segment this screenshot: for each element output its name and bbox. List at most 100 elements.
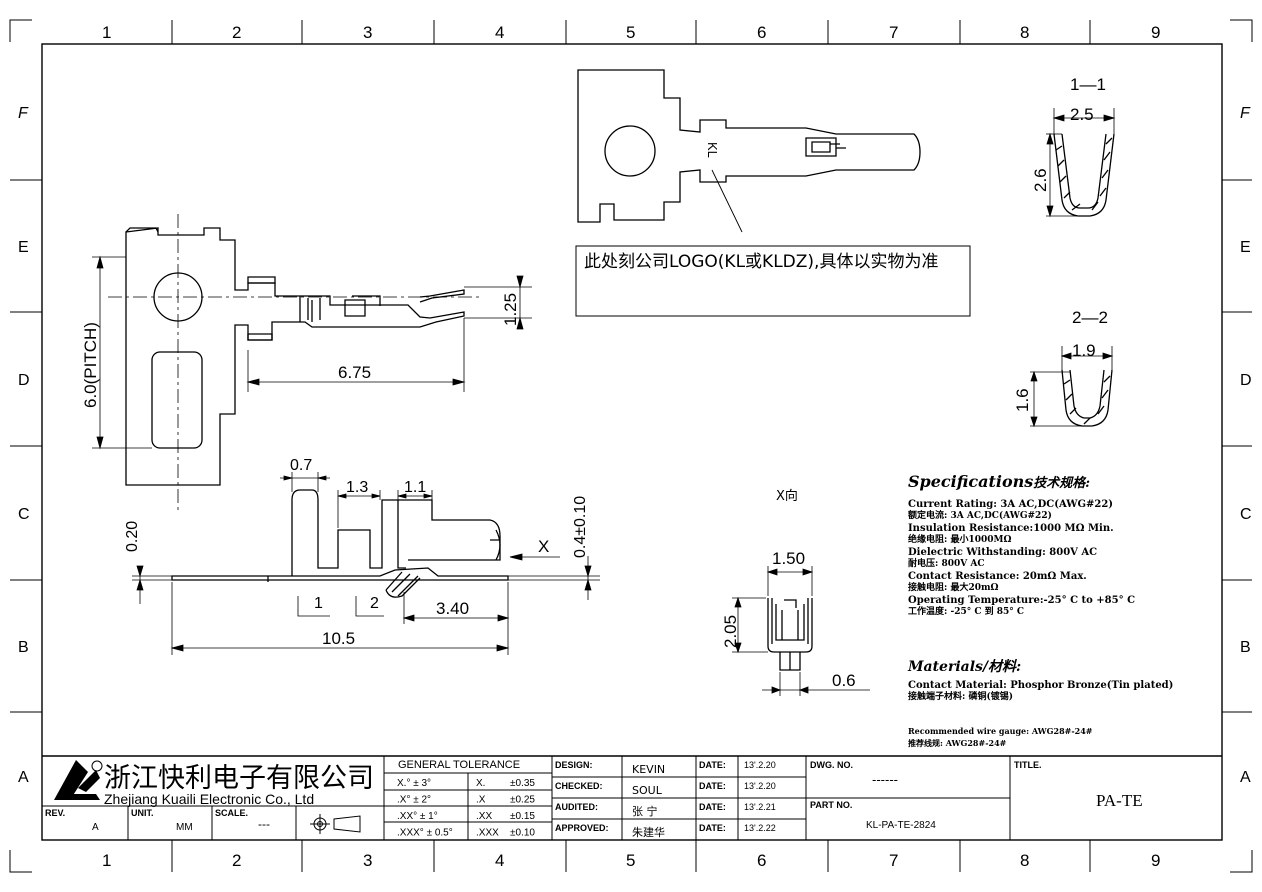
material-line: Contact Material: Phosphor Bronze(Tin pl… [908, 680, 1173, 691]
column-label: 5 [626, 851, 635, 870]
column-label: 1 [102, 23, 111, 42]
section-2-marker: 2 [370, 595, 379, 612]
section-2-2 [1061, 369, 1113, 427]
dim-25: 2.5 [1070, 105, 1094, 124]
section-2-2-title: 2—2 [1072, 308, 1108, 327]
view-x-marker: X [538, 537, 549, 556]
dim-19: 1.9 [1072, 341, 1096, 360]
column-label: 2 [232, 851, 241, 870]
tolerance-decimal: .X [476, 795, 486, 806]
unit-value: MM [176, 822, 193, 833]
date-label: DATE: [699, 781, 726, 791]
section-1-1-title: 1—1 [1070, 75, 1106, 94]
date-value: 13'.2.20 [744, 781, 776, 791]
side-view-dims [132, 472, 600, 655]
section-1-marker: 1 [314, 595, 323, 612]
spec-line: Current Rating: 3A AC,DC(AWG#22) [908, 499, 1113, 510]
column-label: 8 [1020, 23, 1029, 42]
top-view [125, 227, 465, 486]
tolerance-value: ±0.15 [510, 811, 535, 822]
tolerance-value: ±0.35 [510, 778, 535, 789]
spec-line: Insulation Resistance:1000 MΩ Min. [908, 523, 1114, 534]
projection-symbol [310, 814, 361, 834]
tolerance-angle: .X° ± 2° [397, 795, 431, 806]
company-logo [54, 760, 103, 800]
wire-gauge-line: Recommended wire gauge: AWG28#-24# [908, 726, 1093, 736]
column-label: 9 [1151, 851, 1160, 870]
dim-150: 1.50 [772, 549, 805, 568]
row-label: B [1240, 639, 1251, 656]
role-label: AUDITED: [555, 802, 598, 812]
dim-11: 1.1 [404, 479, 426, 496]
role-label: DESIGN: [555, 760, 593, 770]
row-label: F [1240, 105, 1251, 122]
column-label: 6 [757, 23, 766, 42]
column-label: 9 [1151, 23, 1160, 42]
tolerance-title: GENERAL TOLERANCE [398, 759, 520, 771]
dim-340: 3.40 [436, 599, 469, 618]
dim-26: 2.6 [1031, 168, 1050, 192]
top-view-dims [92, 255, 532, 450]
spec-line: 绝缘电阻: 最小1000MΩ [908, 533, 1011, 545]
date-value: 13'.2.20 [744, 760, 776, 770]
spec-line: Contact Resistance: 20mΩ Max. [908, 571, 1087, 582]
dwg-label: DWG. NO. [810, 760, 853, 770]
row-label: E [1240, 239, 1251, 256]
tolerance-decimal: .XXX [476, 828, 499, 839]
column-label: 7 [889, 851, 898, 870]
column-label: 8 [1020, 851, 1029, 870]
person-name: 朱建华 [632, 825, 665, 839]
tolerance-value: ±0.10 [510, 828, 535, 839]
tolerance-decimal: .XX [476, 811, 492, 822]
x-view-title: X向 [776, 488, 798, 504]
scale-value: --- [258, 817, 270, 831]
column-label: 6 [757, 851, 766, 870]
role-label: APPROVED: [555, 823, 609, 833]
date-label: DATE: [699, 760, 726, 770]
person-name: KEVIN [632, 763, 665, 776]
tolerance-angle: .XXX° ± 0.5° [397, 828, 453, 839]
date-value: 13'.2.21 [744, 802, 776, 812]
dim-13: 1.3 [346, 479, 368, 496]
person-name: SOUL [632, 784, 663, 797]
logo-note-text: 此处刻公司LOGO(KL或KLDZ),具体以实物为准 [584, 252, 939, 272]
row-label: B [18, 639, 29, 656]
column-label: 1 [102, 851, 111, 870]
column-label: 3 [363, 851, 372, 870]
title-block [42, 755, 1222, 840]
tolerance-angle: .XX° ± 1° [397, 811, 438, 822]
row-label: E [18, 239, 29, 256]
row-label: A [18, 769, 29, 786]
column-label: 3 [363, 23, 372, 42]
person-name: 张 宁 [632, 804, 658, 818]
row-label: F [18, 105, 29, 122]
row-label: A [1240, 769, 1251, 786]
role-label: CHECKED: [555, 781, 603, 791]
dim-pitch: 6.0(PITCH) [81, 322, 100, 408]
spec-line: 工作温度: -25° C 到 85° C [908, 605, 1024, 617]
dim-16: 1.6 [1013, 388, 1032, 412]
date-label: DATE: [699, 802, 726, 812]
dim-675: 6.75 [338, 363, 371, 382]
dwg-value: ------ [872, 772, 898, 787]
material-line: 接触端子材料: 磷铜(镀锡) [908, 690, 1013, 702]
dim-205: 2.05 [721, 615, 740, 648]
scale-label: SCALE. [215, 808, 248, 818]
dim-020: 0.20 [124, 521, 141, 552]
x-view [767, 598, 813, 671]
part-value: KL-PA-TE-2824 [866, 820, 936, 831]
row-label: C [18, 506, 30, 523]
row-label: D [1240, 372, 1252, 389]
spec-line: Dielectric Withstanding: 800V AC [908, 547, 1097, 558]
title-label: TITLE. [1014, 760, 1042, 770]
side-view [171, 489, 509, 598]
wire-gauge-line: 推荐线规: AWG28#-24# [908, 738, 1007, 748]
date-value: 13'.2.22 [744, 823, 776, 833]
dim-04: 0.4±0.10 [572, 496, 589, 558]
part-label: PART NO. [810, 800, 852, 810]
tolerance-decimal: X. [476, 778, 485, 789]
row-label: C [1240, 506, 1252, 523]
title-value: PA-TE [1096, 791, 1143, 810]
row-label: D [18, 372, 30, 389]
spec-line: 耐电压: 800V AC [908, 557, 985, 569]
